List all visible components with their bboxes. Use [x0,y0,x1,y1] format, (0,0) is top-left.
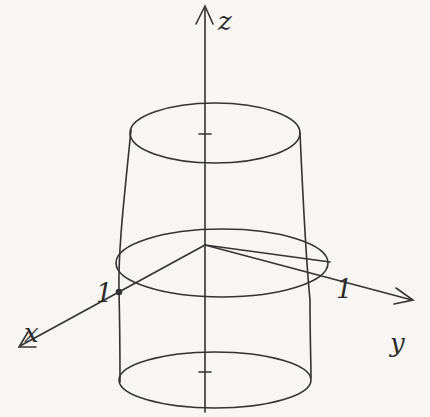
axis-arrowhead [196,6,213,24]
cylinder-side [300,133,311,378]
cylinder-side [119,130,131,382]
tick-mark [199,371,211,373]
radius-line [205,245,330,262]
unit-circle [116,229,328,297]
x-axis [20,245,205,346]
tick-mark [199,133,211,135]
cylinder-bottom [119,352,311,408]
axis-label: z [218,8,232,34]
point [117,290,122,295]
axis-label: x [24,320,39,346]
axis-arrowhead [394,288,413,304]
cylinder-top [130,103,300,163]
unit-label: 1 [336,276,353,302]
unit-label: 1 [96,280,113,306]
axis-label: y [390,330,405,356]
